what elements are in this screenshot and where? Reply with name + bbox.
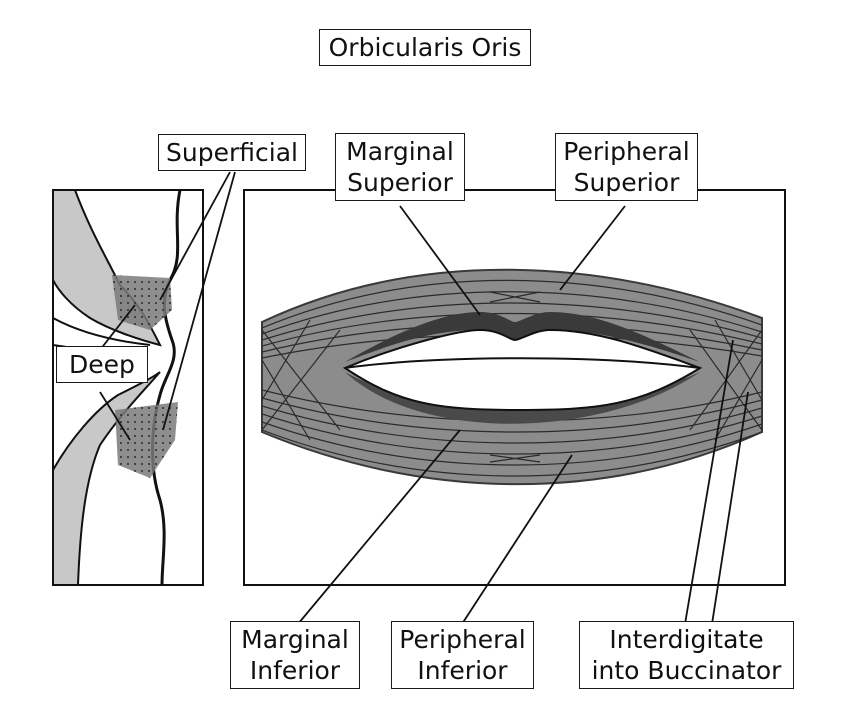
label-peripheral-superior: Peripheral Superior (555, 133, 698, 201)
leader-superficial-2 (162, 171, 236, 431)
label-text: Interdigitate (609, 625, 764, 654)
label-peripheral-inferior: Peripheral Inferior (391, 621, 534, 689)
label-text: into Buccinator (591, 656, 782, 685)
label-marginal-superior: Marginal Superior (335, 133, 465, 201)
leader-interdigitate-1 (684, 339, 734, 625)
label-text: Inferior (417, 656, 508, 685)
mouth-opening (342, 328, 703, 412)
sagittal-lip-panel (52, 171, 236, 586)
leader-deep-1 (99, 304, 136, 351)
label-text: Inferior (249, 656, 341, 685)
label-superficial: Superficial (158, 134, 306, 171)
label-marginal-inferior: Marginal Inferior (230, 621, 360, 689)
leader-peripheral-inferior (461, 454, 573, 625)
label-text: Marginal (241, 625, 349, 654)
label-text: Peripheral (563, 137, 690, 166)
label-interdigitate: Interdigitate into Buccinator (579, 621, 794, 689)
leader-peripheral-superior (559, 205, 626, 291)
oral-fissure (344, 357, 701, 369)
label-text: Peripheral (399, 625, 526, 654)
diagram-title: Orbicularis Oris (319, 29, 531, 66)
leader-deep-2 (99, 391, 131, 441)
frontal-lip-panel (243, 189, 786, 625)
label-text: Superior (573, 168, 680, 197)
marginal-band-lower (345, 372, 700, 424)
label-deep: Deep (56, 346, 148, 383)
leader-superficial-1 (159, 171, 231, 301)
tissue-lower (53, 371, 161, 585)
label-text: Superior (347, 168, 453, 197)
leader-interdigitate-2 (711, 391, 749, 625)
skin-contour (151, 190, 182, 585)
leader-marginal-inferior (297, 429, 461, 625)
label-text: Marginal (346, 137, 454, 166)
leader-marginal-superior (399, 205, 481, 316)
